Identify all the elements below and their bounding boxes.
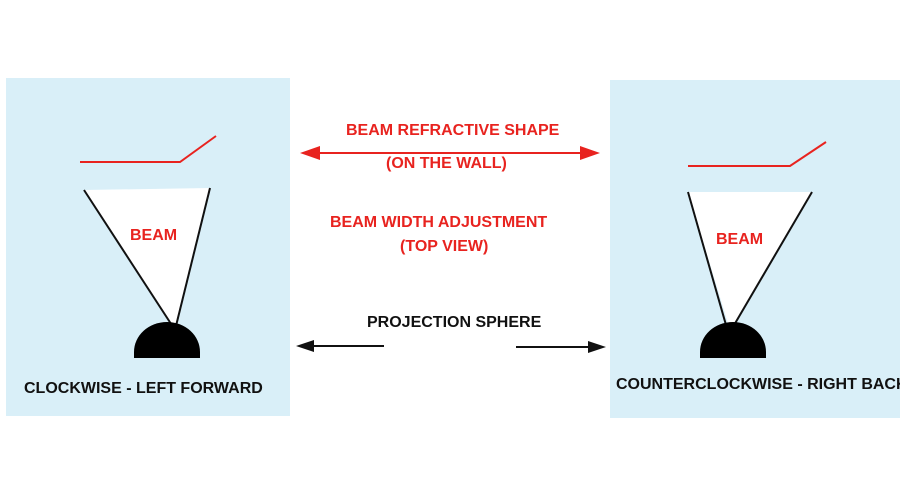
width-adjustment-subtitle: (TOP VIEW): [400, 238, 489, 255]
refractive-shape-title: BEAM REFRACTIVE SHAPE: [346, 122, 560, 139]
projection-sphere-icon: [134, 322, 200, 358]
right-beam-label: BEAM: [716, 231, 764, 248]
double-arrow-icon: [300, 146, 600, 160]
right-wall-shape-line: [688, 141, 827, 167]
right-panel-caption: COUNTERCLOCKWISE - RIGHT BACK: [616, 376, 900, 393]
projection-sphere-label: PROJECTION SPHERE: [367, 314, 542, 331]
arrow-left-icon: [296, 340, 384, 352]
right-beam-edge-right: [729, 191, 813, 333]
left-beam-edge-right: [174, 187, 211, 331]
left-wall-shape-line: [80, 135, 217, 163]
projection-sphere-icon: [700, 322, 766, 358]
left-beam-edge-left: [83, 189, 176, 331]
arrow-right-icon: [516, 341, 606, 353]
left-beam-cone: [84, 188, 210, 330]
right-beam-edge-left: [687, 191, 729, 333]
right-beam-cone: [688, 192, 812, 330]
left-beam-label: BEAM: [130, 227, 178, 244]
left-panel-caption: CLOCKWISE - LEFT FORWARD: [24, 380, 263, 397]
refractive-shape-subtitle: (ON THE WALL): [386, 155, 507, 172]
width-adjustment-title: BEAM WIDTH ADJUSTMENT: [330, 214, 548, 231]
